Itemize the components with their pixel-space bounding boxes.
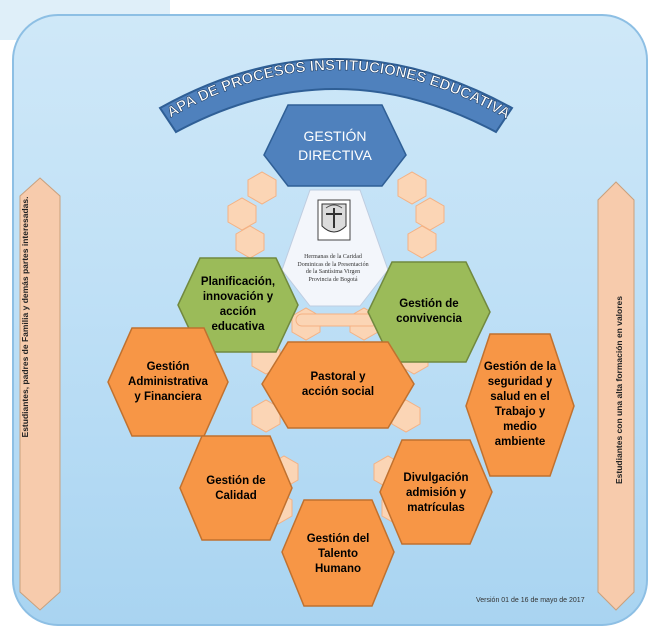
label-divulgacion: Divulgación admisión y matrículas [403, 471, 469, 514]
connector-hex [415, 197, 445, 231]
label-gestion-directiva: GESTIÓN DIRECTIVA [298, 128, 372, 163]
connector-hex [397, 171, 427, 205]
connector-bar [295, 313, 379, 327]
right-output-arrow [597, 181, 635, 611]
connector-hex [247, 171, 277, 205]
label-administrativa: Gestión Administrativa y Financiera [128, 360, 208, 403]
label-calidad: Gestión de Calidad [206, 475, 266, 502]
hex-gestion-directiva [263, 104, 407, 187]
hex-administrativa [107, 327, 229, 437]
logo-caption: Hermanas de la Caridad Dominicas de la P… [297, 254, 369, 283]
connector-hex [235, 225, 265, 259]
label-planificacion: Planificación, innovación y acción educa… [200, 276, 276, 333]
connector-hex [227, 197, 257, 231]
version-note: Versión 01 de 16 de mayo de 2017 [476, 597, 585, 604]
hex-pastoral [261, 341, 415, 429]
institution-logo-icon [317, 199, 351, 241]
left-side-label: Estudiantes, padres de Familia y demás p… [19, 196, 30, 438]
label-pastoral: Pastoral y acción social [301, 371, 375, 398]
title-arc-band [158, 58, 514, 134]
right-side-label: Estudiantes con una alta formación en va… [613, 296, 624, 484]
left-input-arrow [19, 177, 61, 611]
hex-divulgacion [379, 439, 493, 545]
label-seguridad: Gestión de la seguridad y salud en el Tr… [483, 361, 557, 448]
hex-calidad [179, 435, 293, 541]
hex-talento [281, 499, 395, 607]
connector-hex [407, 225, 437, 259]
label-convivencia: Gestión de convivencia [396, 298, 462, 325]
connector-hex [251, 399, 281, 433]
label-talento: Gestión del Talento Humano [306, 532, 370, 575]
hex-seguridad [465, 333, 575, 477]
